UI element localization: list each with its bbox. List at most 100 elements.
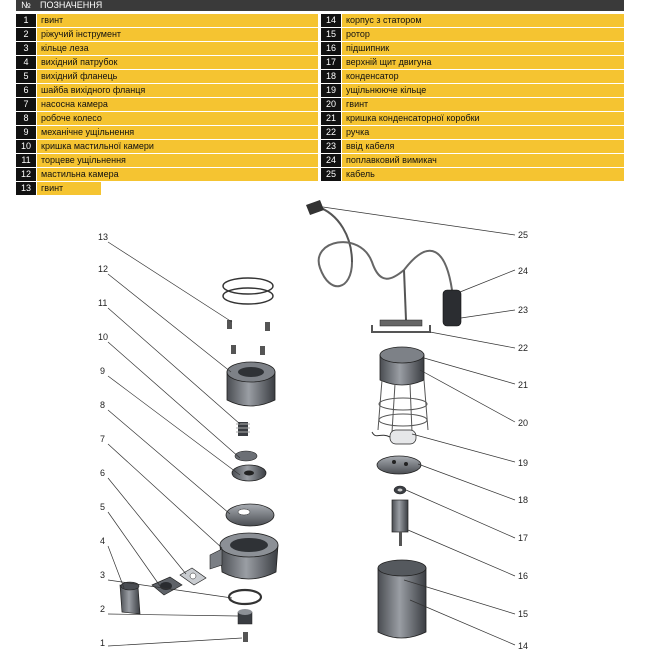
legend-row-label: ущільнююче кільце [342,84,624,97]
legend-row-label: ріжучий інструмент [37,28,318,41]
outlet-pipe [119,581,141,615]
legend-row-label: ручка [342,126,624,139]
legend-row-number: 4 [16,56,36,69]
capacitor-box-cover [379,346,425,386]
legend-header: № ПОЗНАЧЕННЯ [16,0,624,11]
legend-row-number: 21 [321,112,341,125]
callout-23: 23 [518,305,528,315]
legend-row-label: підшипник [342,42,624,55]
legend-row-label: мастильна камера [37,168,318,181]
legend-row-label: вихідний фланець [37,70,318,83]
callout-7: 7 [100,434,105,444]
callout-11: 11 [98,298,107,308]
seal-9 [234,450,258,462]
legend-row-label: вихідний патрубок [37,56,318,69]
callout-18: 18 [518,495,528,505]
legend-row-label: корпус з статором [342,14,624,27]
legend-row-label: торцеве ущільнення [37,154,318,167]
cutter [237,609,253,625]
legend-row-label: гвинт [37,14,318,27]
legend-row-label: поплавковий вимикач [342,154,624,167]
float-switch [403,249,462,327]
mechanical-seal-11 [236,422,250,436]
oil-chamber [226,361,276,407]
legend-row-label: робоче колесо [37,112,318,125]
blade-ring [227,588,263,606]
legend-row-number: 22 [321,126,341,139]
callout-1: 1 [100,638,105,648]
legend-row-label: гвинт [37,182,101,195]
callout-20: 20 [518,418,528,428]
callout-2: 2 [100,604,105,614]
callout-15: 15 [518,609,528,619]
legend-row-number: 9 [16,126,36,139]
legend-row-number: 13 [16,182,36,195]
callout-4: 4 [100,536,105,546]
callout-numbers: 13 12 11 10 9 8 7 6 5 4 3 2 1 25 24 23 2… [98,230,528,650]
legend-row-number: 18 [321,70,341,83]
legend-row-number: 7 [16,98,36,111]
legend-row-label: механічне ущільнення [37,126,318,139]
legend-row-number: 17 [321,56,341,69]
callout-8: 8 [100,400,105,410]
capacitor [371,429,417,445]
callout-5: 5 [100,502,105,512]
legend-row-number: 20 [321,98,341,111]
callout-9: 9 [100,366,105,376]
power-cable [306,200,407,321]
legend-row-number: 16 [321,42,341,55]
legend-row-number: 23 [321,140,341,153]
legend-title: ПОЗНАЧЕННЯ [40,0,103,10]
legend-row-label: конденсатор [342,70,624,83]
callout-13: 13 [98,232,108,242]
callout-12: 12 [98,264,108,274]
seal-rings [222,277,274,305]
legend-row-label: гвинт [342,98,624,111]
callout-17: 17 [518,533,528,543]
legend-row-number: 1 [16,14,36,27]
legend-row-label: насосна камера [37,98,318,111]
legend-row-label: кільце леза [37,42,318,55]
impeller [225,503,275,527]
callout-22: 22 [518,343,528,353]
rotor [391,499,409,546]
screws-13 [227,320,270,355]
legend-row-number: 10 [16,140,36,153]
callout-6: 6 [100,468,105,478]
screw-1 [243,632,248,642]
callout-19: 19 [518,458,528,468]
legend-row-label: кришка мастильної камери [37,140,318,153]
callout-24: 24 [518,266,528,276]
exploded-view-diagram: 13 12 11 10 9 8 7 6 5 4 3 2 1 25 24 23 2… [98,200,528,650]
callout-10: 10 [98,332,108,342]
outlet-flange [151,576,183,596]
legend-row-number: 14 [321,14,341,27]
legend-row-number: 5 [16,70,36,83]
outlet-flange-washer [179,567,207,586]
leader-lines [107,205,516,647]
callout-3: 3 [100,570,105,580]
legend-row-number: 12 [16,168,36,181]
stator-housing [377,559,427,639]
callout-21: 21 [518,380,528,390]
